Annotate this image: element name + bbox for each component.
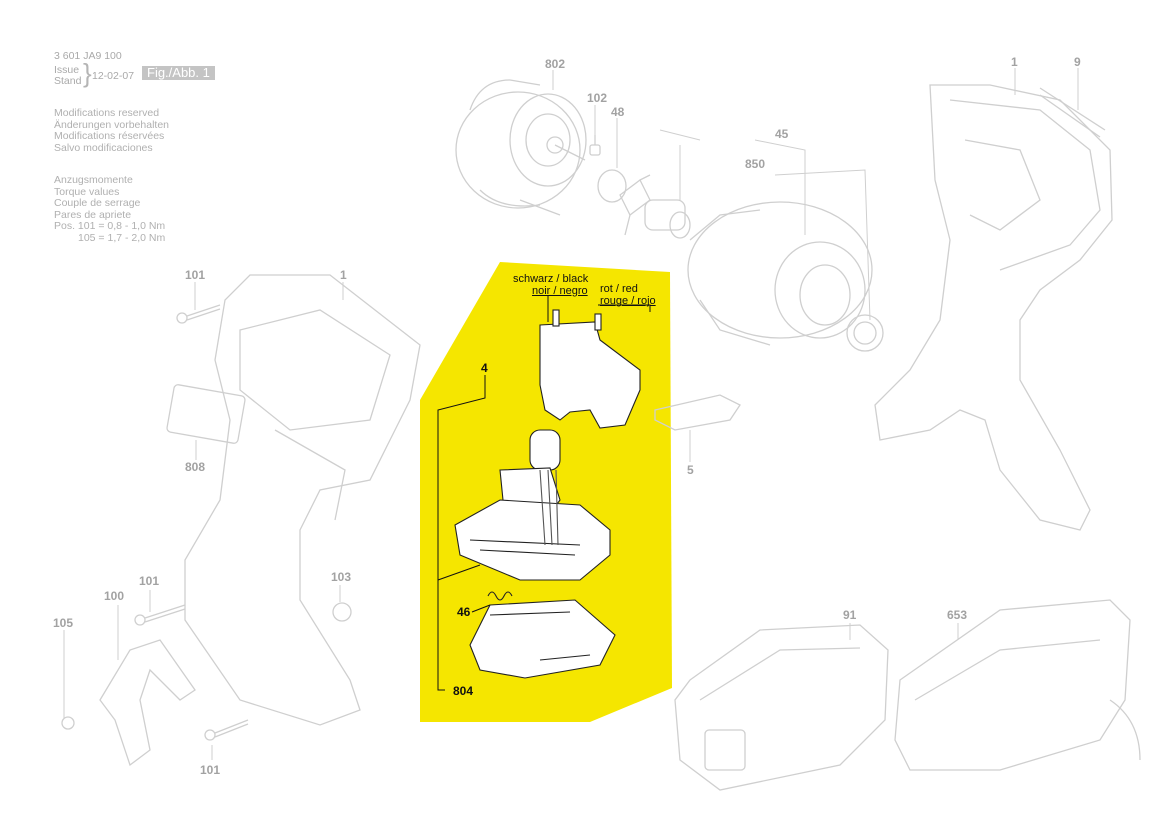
- label-808: 808: [185, 460, 205, 474]
- torque-value-line: 105 = 1,7 - 2,0 Nm: [78, 231, 166, 244]
- nut-103-drawing: [332, 602, 352, 622]
- gear-housing-850-drawing: [687, 201, 884, 352]
- torque-title-line: Anzugsmomente: [54, 174, 133, 186]
- note-line: Modifications réservées: [54, 130, 165, 142]
- modification-notes: Modifications reserved Änderungen vorbeh…: [54, 107, 170, 154]
- issue-date: 12-02-07: [92, 70, 135, 82]
- wire-label-red: rot / red rouge / rojo: [600, 283, 656, 307]
- torque-value-line: Pos. 101 = 0,8 - 1,0 Nm: [54, 220, 166, 232]
- wire-label-black-line1: schwarz / black: [513, 273, 589, 285]
- wire-label-red-line1: rot / red: [600, 283, 638, 295]
- housing-right-drawing: [874, 84, 1113, 531]
- torque-title-line: Pares de apriete: [54, 208, 132, 221]
- label-102: 102: [587, 91, 607, 105]
- label-4: 4: [481, 361, 488, 375]
- label-850: 850: [745, 157, 765, 171]
- issue-label: Issue: [54, 64, 80, 76]
- o-ring-48-drawing: [597, 169, 627, 203]
- note-line: Salvo modificaciones: [54, 141, 153, 154]
- spring-46-drawing: [487, 591, 513, 601]
- switch-4-drawing: [454, 309, 641, 581]
- note-line: Änderungen vorbehalten: [54, 118, 170, 131]
- label-1-top: 1: [1011, 55, 1018, 69]
- torque-title-line: Couple de serrage: [54, 197, 141, 209]
- cover-804-drawing: [469, 599, 616, 679]
- screw-101-bottom-drawing: [204, 719, 249, 741]
- part-5-drawing: [654, 394, 741, 431]
- figure-label: Fig./Abb. 1: [142, 66, 215, 80]
- label-1-left: 1: [340, 268, 347, 282]
- torque-notes: Anzugsmomente Torque values Couple de se…: [54, 174, 166, 244]
- document-number: 3 601 JA9 100: [54, 50, 122, 62]
- label-91: 91: [843, 608, 857, 622]
- motor-802-drawing: [455, 79, 587, 216]
- label-5: 5: [687, 463, 694, 477]
- wire-label-red-line2: rouge / rojo: [600, 295, 656, 307]
- label-802: 802: [545, 57, 565, 71]
- torque-title-line: Torque values: [54, 185, 120, 198]
- battery-91-drawing: [674, 624, 889, 791]
- label-101-a: 101: [185, 268, 205, 282]
- charger-653-drawing: [894, 599, 1141, 771]
- label-101-c: 101: [200, 763, 220, 777]
- label-48: 48: [611, 105, 625, 119]
- note-line: Modifications reserved: [54, 107, 160, 119]
- brace-symbol: }: [83, 58, 92, 88]
- screw-101-top-drawing: [176, 304, 221, 324]
- label-45: 45: [775, 127, 789, 141]
- label-653: 653: [947, 608, 967, 622]
- label-105: 105: [53, 616, 73, 630]
- screw-101-mid-drawing: [134, 604, 186, 626]
- label-46: 46: [457, 605, 471, 619]
- clip-100-drawing: [61, 639, 196, 767]
- wire-label-black-line2: noir / negro: [532, 285, 588, 297]
- label-9: 9: [1074, 55, 1081, 69]
- label-103: 103: [331, 570, 351, 584]
- shaft-drawing: [619, 174, 691, 239]
- screw-102-drawing: [589, 135, 601, 156]
- housing-left-drawing: [166, 274, 421, 726]
- label-100: 100: [104, 589, 124, 603]
- label-804: 804: [453, 684, 473, 698]
- stand-label: Stand: [54, 75, 82, 87]
- wire-label-black: schwarz / black noir / negro: [513, 273, 588, 297]
- label-101-b: 101: [139, 574, 159, 588]
